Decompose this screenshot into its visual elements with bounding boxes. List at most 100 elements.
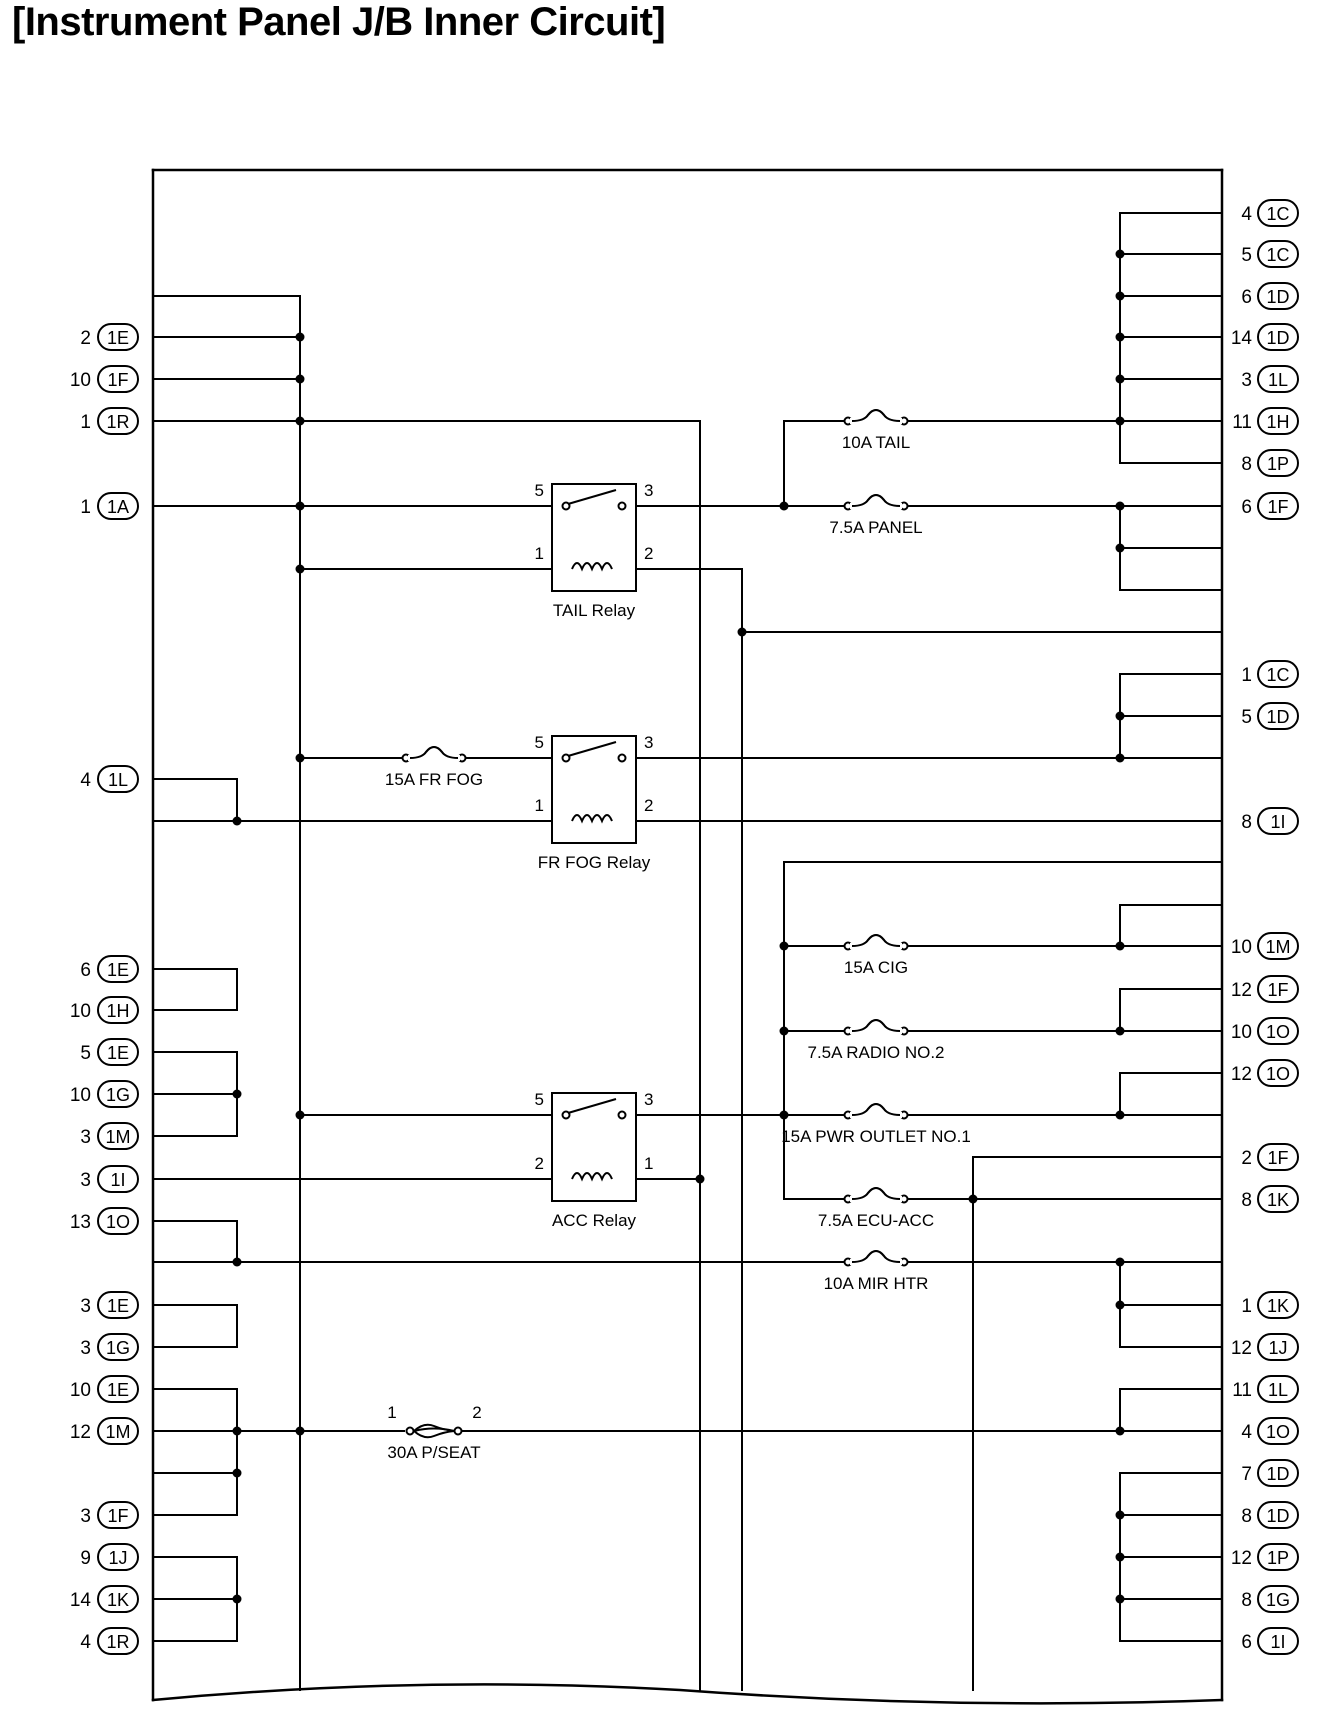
fuse-pseat-link — [413, 1427, 455, 1432]
junction-dot — [232, 1594, 242, 1604]
connector-oval — [97, 1207, 139, 1235]
relay-contact — [561, 753, 571, 763]
connector-id: 1I — [1270, 812, 1285, 832]
relay-acc-box — [551, 1092, 637, 1202]
right-connector-10-1M: 10 1M — [1231, 932, 1299, 960]
connector-id: 1D — [1266, 707, 1289, 727]
connector-oval — [97, 765, 139, 793]
wire — [1119, 988, 1223, 1032]
connector-id: 1M — [1265, 937, 1290, 957]
relay-acc-pin: 3 — [644, 1090, 653, 1109]
connector-oval — [1257, 1017, 1299, 1045]
connector-oval — [97, 1333, 139, 1361]
connector-pin: 12 — [1231, 1064, 1252, 1085]
junction-dot — [1115, 249, 1125, 259]
connector-id: 1C — [1266, 245, 1289, 265]
connector-id: 1O — [1266, 1064, 1290, 1084]
connector-id: 1R — [106, 412, 129, 432]
connector-oval — [97, 996, 139, 1024]
relay-tail-box — [551, 483, 637, 592]
connector-id: 1L — [108, 770, 128, 790]
connector-oval — [1257, 1627, 1299, 1655]
right-connector-11-1H: 11 1H — [1232, 407, 1299, 435]
junction-dot — [779, 1026, 789, 1036]
connector-oval — [97, 1585, 139, 1613]
connector-oval — [1257, 1459, 1299, 1487]
connector-oval — [97, 1080, 139, 1108]
junction-dot — [737, 627, 747, 637]
connector-oval — [97, 1165, 139, 1193]
relay-tail-coil-icon — [571, 562, 613, 572]
relay-frfog-pin: 2 — [644, 796, 653, 815]
fuse-ecuacc-link — [851, 1187, 901, 1200]
junction-dot — [1115, 941, 1125, 951]
connector-oval — [1257, 1143, 1299, 1171]
connector-id: 1H — [1266, 412, 1289, 432]
connector-id: 1E — [107, 328, 129, 348]
fuse-terminal — [405, 1426, 415, 1436]
fuse-gap — [850, 1196, 902, 1202]
connector-oval — [97, 1038, 139, 1066]
connector-pin: 3 — [80, 1296, 91, 1317]
connector-oval — [97, 1122, 139, 1150]
connector-pin: 12 — [1231, 1548, 1252, 1569]
connector-pin: 3 — [80, 1127, 91, 1148]
fuse-pwroutlet1-label: 15A PWR OUTLET NO.1 — [781, 1127, 971, 1146]
fuse-panel-link — [851, 494, 901, 507]
connector-pin: 8 — [1241, 1190, 1252, 1211]
wire — [1119, 1072, 1223, 1116]
connector-pin: 11 — [1232, 412, 1252, 433]
connector-oval — [1257, 1417, 1299, 1445]
connector-pin: 7 — [1241, 1464, 1252, 1485]
junction-dot — [968, 1194, 978, 1204]
junction-dot — [1115, 1510, 1125, 1520]
connector-pin: 4 — [1241, 204, 1252, 225]
connector-pin: 10 — [1231, 1022, 1252, 1043]
connector-id: 1K — [1267, 1190, 1289, 1210]
wire — [152, 1304, 238, 1348]
fuse-pseat-pin2: 2 — [472, 1403, 481, 1422]
connector-pin: 8 — [1241, 1506, 1252, 1527]
relay-frfog-box — [551, 735, 637, 844]
connector-pin: 1 — [1241, 665, 1252, 686]
connector-oval — [1257, 1185, 1299, 1213]
connector-oval — [1257, 199, 1299, 227]
connector-oval — [1257, 449, 1299, 477]
junction-dot — [695, 1174, 705, 1184]
fuse-mirhtr-link — [851, 1250, 901, 1263]
connector-pin: 12 — [1231, 1338, 1252, 1359]
connector-id: 1O — [1266, 1022, 1290, 1042]
fuse-gap — [850, 1259, 902, 1265]
junction-dot — [295, 1110, 305, 1120]
connector-oval — [1257, 1291, 1299, 1319]
junction-dot — [232, 1468, 242, 1478]
relay-contact — [561, 501, 571, 511]
fuse-frfog-link — [409, 746, 459, 759]
junction-dot — [1115, 753, 1125, 763]
junction-dot — [1115, 1426, 1125, 1436]
junction-dot — [779, 1110, 789, 1120]
wire — [152, 968, 238, 1011]
junction-dot — [295, 374, 305, 384]
fuse-ecuacc-label: 7.5A ECU-ACC — [818, 1211, 934, 1230]
connector-pin: 2 — [1241, 1148, 1252, 1169]
connector-id: 1I — [1270, 1632, 1285, 1652]
connector-oval — [97, 1375, 139, 1403]
connector-pin: 10 — [1231, 937, 1252, 958]
